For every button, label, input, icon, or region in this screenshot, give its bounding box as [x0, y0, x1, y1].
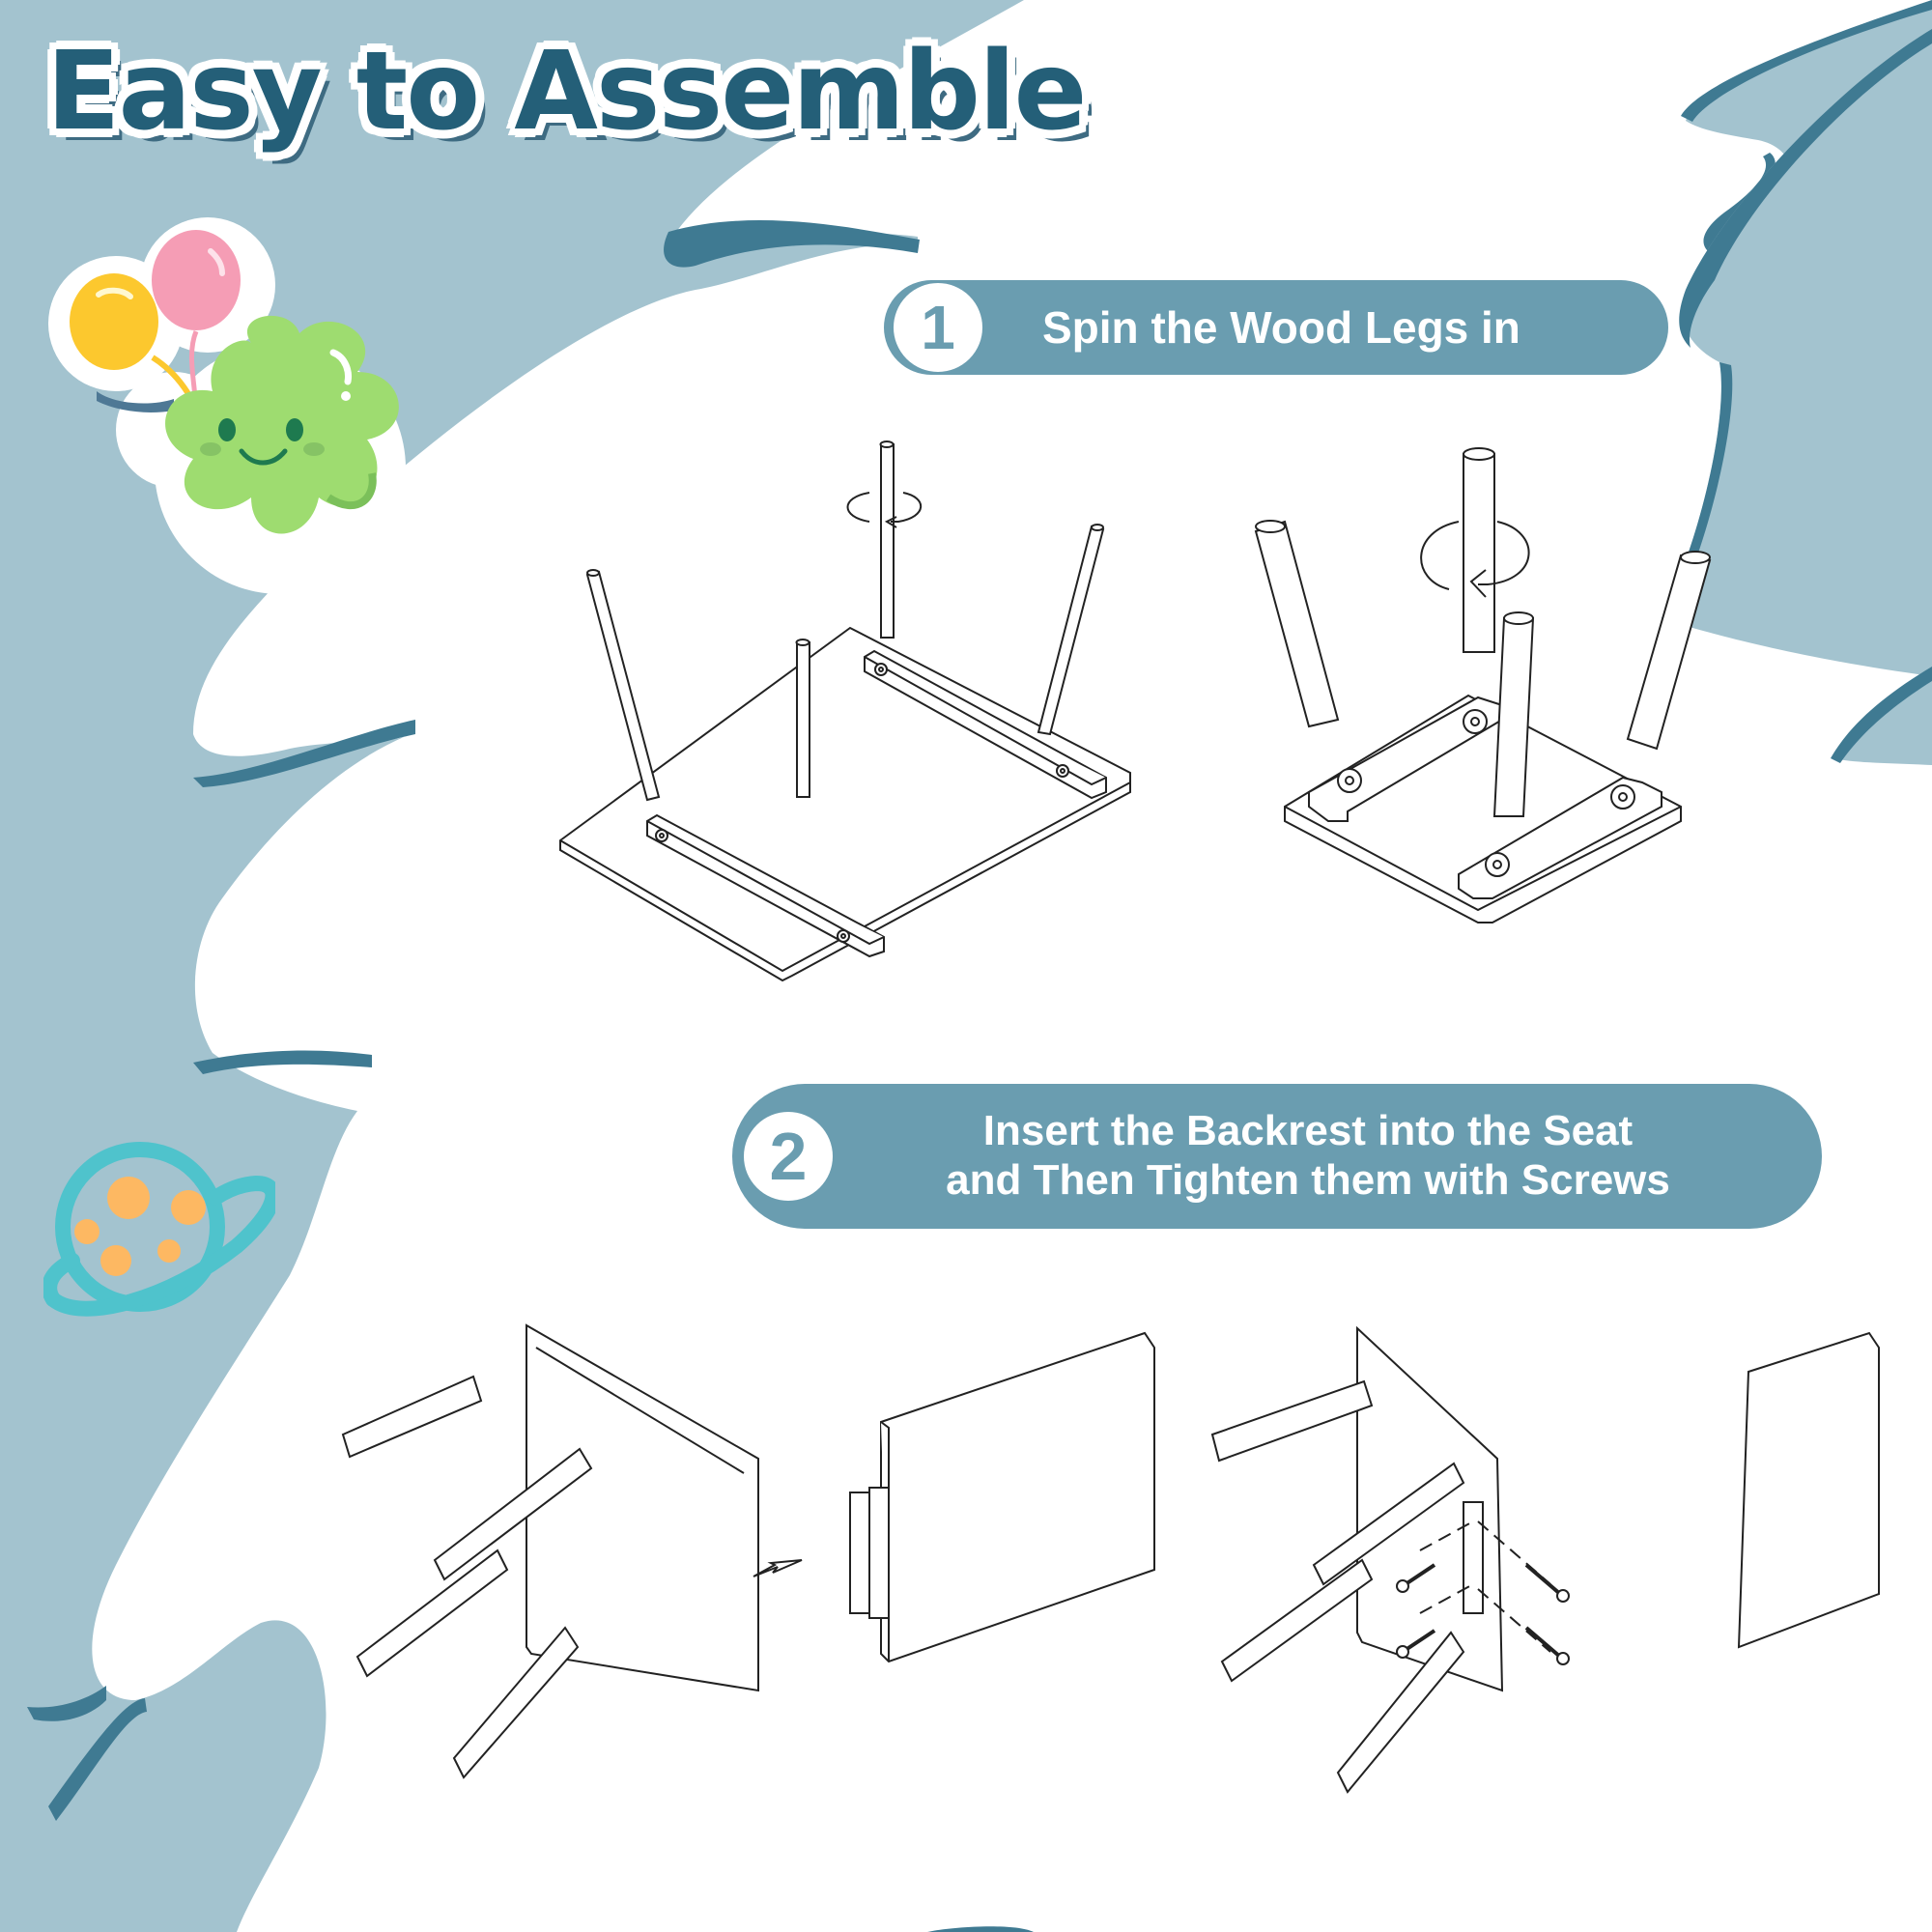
ringed-planet-icon	[43, 1142, 275, 1317]
step-1-stool-legs-diagram	[1254, 447, 1712, 923]
step-1-banner: 1 Spin the Wood Legs in	[884, 280, 1668, 375]
step-1-table-legs-diagram	[559, 440, 1131, 982]
step-2-banner: 2 Insert the Backrest into the Seat and …	[732, 1084, 1822, 1229]
step-1-label: Spin the Wood Legs in	[1042, 301, 1520, 353]
page-title: Easy to Assemble	[46, 29, 1087, 155]
step-2-label-line-2: and Then Tighten them with Screws	[946, 1156, 1670, 1204]
step-2-label-line-1: Insert the Backrest into the Seat	[982, 1107, 1634, 1155]
right-edge-blue	[1662, 29, 1932, 676]
step-2-insert-backrest-diagram	[341, 1323, 1155, 1779]
step-2-number: 2	[744, 1112, 833, 1201]
step-2-tighten-screws-diagram	[1210, 1325, 1880, 1794]
step-1-number: 1	[894, 283, 982, 372]
smiling-clover-balloons-icon	[48, 217, 406, 594]
step-2-label: Insert the Backrest into the Seat and Th…	[833, 1107, 1822, 1205]
